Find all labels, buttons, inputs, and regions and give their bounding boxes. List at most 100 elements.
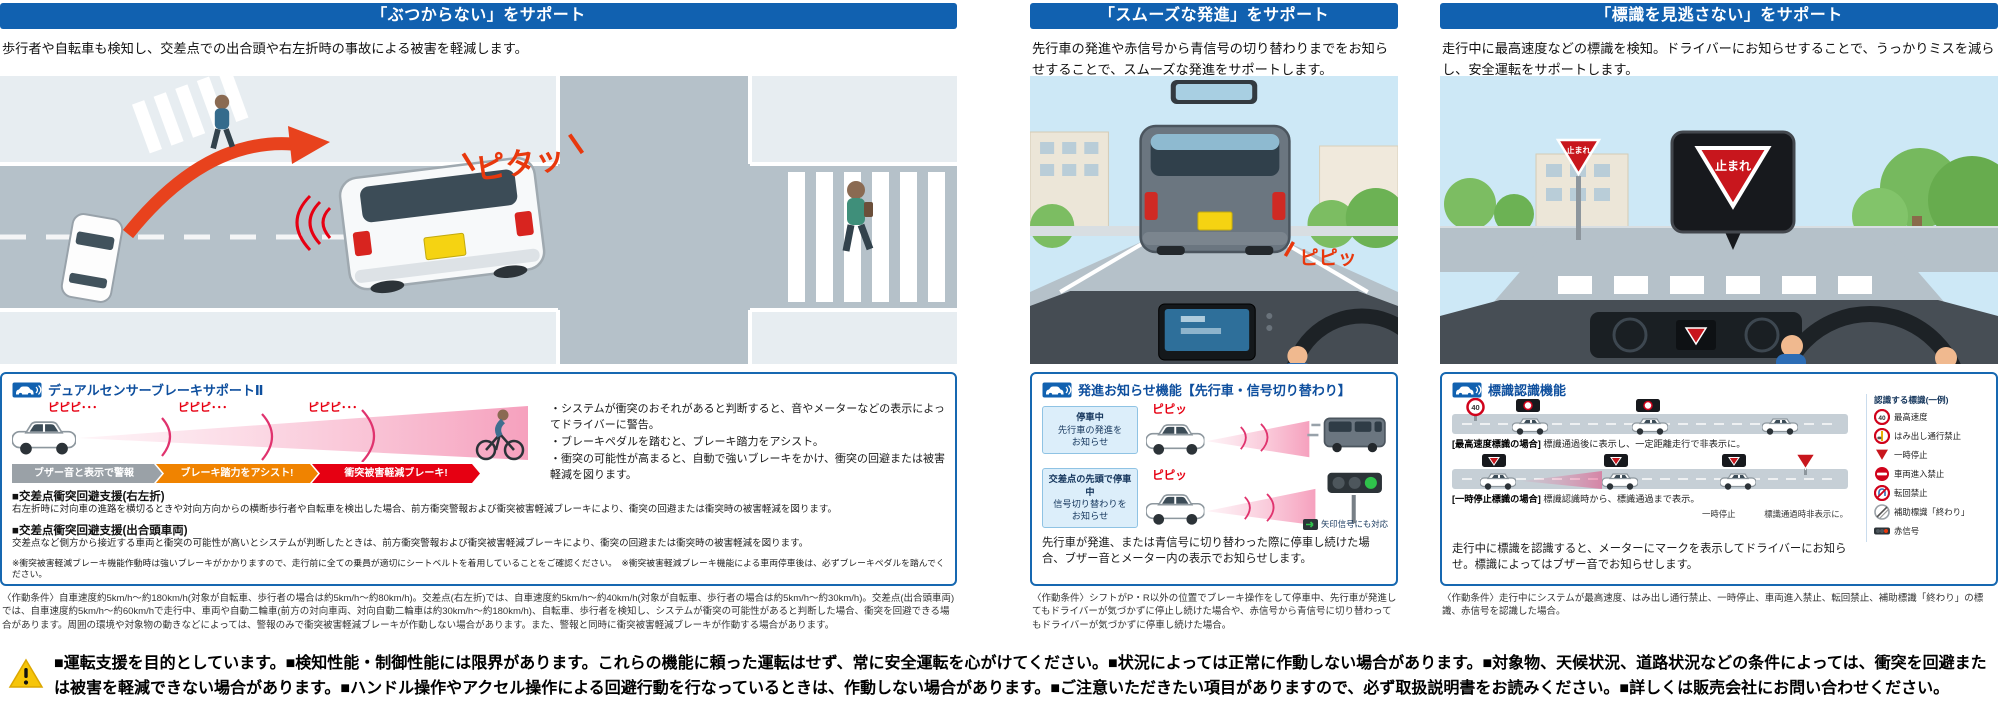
safety-warning-footer: ■運転支援を目的としています。■検知性能・制御性能には限界があります。これらの機… [8, 652, 1992, 702]
speed-limit-sign-icon: 40 [1466, 398, 1485, 421]
box1-title-row: デュアルセンサーブレーキサポートⅡ [12, 380, 263, 399]
operating-conditions-col2: 〈作動条件〉シフトがP・R以外の位置でブレーキ操作をして停車中、先行車が発進して… [1032, 593, 1397, 631]
arrow-signal-note: 矢印信号にも対応 [1303, 518, 1388, 530]
column2-header: 「スムーズな発進」をサポート [1030, 3, 1398, 29]
meter-badge [1722, 453, 1746, 467]
operating-conditions-col3: 〈作動条件〉走行中にシステムが最高速度、はみ出し通行禁止、一時停止、車両進入禁止… [1442, 593, 1984, 618]
crosswalk [1558, 276, 1872, 294]
column3-header: 「標識を見逃さない」をサポート [1440, 3, 1998, 29]
stage-emergency-brake: 衝突被害軽減ブレーキ! [312, 464, 480, 483]
intersection-scene: ピタッ [0, 76, 957, 364]
stage-brake-assist: ブレーキ踏力をアシスト! [156, 464, 318, 483]
svg-text:ピピピ･･･: ピピピ･･･ [308, 401, 358, 414]
section-heading: ■交差点衝突回避支援(出合頭車両) [12, 525, 188, 537]
box3-title: 標識認識機能 [1488, 383, 1567, 398]
safety-warning-text: ■運転支援を目的としています。■検知性能・制御性能には限界があります。これらの機… [54, 655, 1987, 697]
legend-title: 認識する標識(一例) [1874, 395, 1949, 405]
sublabel-stop: 一時停止 [1702, 508, 1736, 519]
stop-sign-icon [1874, 448, 1890, 463]
feature-bullets: ・システムが衝突のおそれがあると判断すると、音やメーターなどの表示によってドライ… [550, 402, 947, 485]
box2-title: 発進お知らせ機能【先行車・信号切り替わり】 [1078, 383, 1351, 398]
road-vertical [558, 76, 750, 364]
box2-title-row: 発進お知らせ機能【先行車・信号切り替わり】 [1042, 380, 1351, 399]
speed-sign-diagram: 40 [1452, 398, 1848, 435]
sign-display-callout: 止まれ [1670, 130, 1796, 250]
stop-sign-diagram [1452, 453, 1848, 490]
no-overtaking-sign-icon [1874, 428, 1890, 444]
no-entry-sign-icon [1875, 467, 1889, 481]
column1-description: 歩行者や自転車も検知し、交差点での出合頭や右左折時の事故による被害を軽減します。 [2, 41, 528, 56]
stop-sign-sublabels: 一時停止 標識通過時非表示に。 [1452, 508, 1848, 519]
section-crossing-vehicle: ■交差点衝突回避支援(出合頭車両) 交差点など側方から接近する車両と衝突の可能性… [12, 522, 947, 551]
svg-text:ピピピ･･･: ピピピ･･･ [48, 401, 98, 414]
sign-diagrams: 40 [最高速度標識の場合] 標識通過後に表示し、一定距離走行で非表示に。 [1452, 398, 1848, 519]
svg-text:40: 40 [1471, 403, 1479, 412]
feature-bullet: ・ブレーキペダルを踏むと、ブレーキ踏力をアシスト。 [550, 435, 824, 448]
tree [1494, 194, 1534, 234]
start-notice-box: 発進お知らせ機能【先行車・信号切り替わり】 停車中 先行車の発進を お知らせ ピ… [1030, 372, 1398, 586]
svg-text:ピピピ･･･: ピピピ･･･ [178, 401, 228, 414]
warning-triangle-icon [8, 658, 44, 688]
meter-badge [1636, 399, 1660, 412]
radar-wedge [78, 406, 528, 460]
departing-van [1307, 417, 1386, 454]
meter-badge [1516, 399, 1540, 412]
sign-recognition-box: 標識認識機能 40 [1440, 372, 1998, 586]
red-signal-icon [1874, 527, 1890, 535]
notice-row-signal-change: 交差点の先頭で停車中 信号切り替わりを お知らせ ピピッ [1042, 466, 1388, 530]
driver-hand [1935, 347, 1957, 364]
brake-support-icon [12, 382, 42, 397]
speed-limit-sign-icon: 40 [1874, 409, 1890, 425]
legend-item: 補助標識「終わり」 [1874, 504, 1990, 520]
radar-wedge [1522, 470, 1602, 489]
legend-item: はみ出し通行禁止 [1874, 428, 1990, 444]
section-heading: ■交差点衝突回避支援(右左折) [12, 491, 165, 503]
start-notice-icon [1042, 382, 1072, 397]
notice-row1-diagram: ピピッ [1144, 400, 1388, 460]
section-body: 交差点など側方から接近する車両と衝突の可能性が高いとシステムが判断したときは、前… [12, 538, 809, 549]
driver-view-scene: ピピッ [1030, 76, 1398, 364]
curb-lines [0, 76, 957, 364]
crosswalk-upper [131, 76, 249, 154]
beep-label: ピピッ [1283, 241, 1357, 269]
legend-item: 40 最高速度 [1874, 409, 1990, 425]
brake-stages-diagram: ピピピ･･･ ピピピ･･･ ピピピ･･･ ブザー音と表示で警報 ブレーキ [12, 400, 532, 484]
feature-column-collision: 「ぶつからない」をサポート 歩行者や自転車も検知し、交差点での出合頭や右左折時の… [0, 0, 957, 648]
feature-bullet: ・システムが衝突のおそれがあると判断すると、音やメーターなどの表示によってドライ… [550, 403, 945, 431]
steering-wheel [1287, 308, 1398, 364]
pedestrian-upper [210, 94, 236, 150]
operating-conditions-col1: 〈作動条件〉自車速度約5km/h～約180km/h(対象が自転車、歩行者の場合は… [2, 593, 955, 631]
notice-row2-diagram: ピピッ [1144, 466, 1388, 530]
svg-text:止まれ: 止まれ [1567, 145, 1591, 155]
stopped-car [1146, 424, 1205, 456]
sign-scene: 止まれ 止まれ [1440, 76, 1998, 364]
sublabel-hide: 標識通過時非表示に。 [1764, 508, 1848, 519]
red-turn-arrowhead [288, 126, 330, 164]
notice-row-preceding-car: 停車中 先行車の発進を お知らせ ピピッ [1042, 400, 1388, 460]
notice-row1-label: 停車中 先行車の発進を お知らせ [1042, 406, 1138, 454]
start-notice-illustration: ピピッ [1030, 76, 1398, 364]
feature-bullet: ・衝突の可能性が高まると、自動で強いブレーキをかけ、衝突の回避または被害軽減を図… [550, 452, 946, 481]
detection-beep-arcs [295, 194, 332, 252]
end-restriction-sign-icon [1874, 504, 1890, 520]
red-turn-arrow [122, 137, 293, 239]
arrow-signal-icon [1303, 518, 1318, 530]
dual-sensor-brake-box: デュアルセンサーブレーキサポートⅡ ピピピ･･･ ピピピ･･･ ピピピ･･･ [0, 372, 957, 586]
svg-text:ピピッ: ピピッ [1299, 247, 1356, 269]
traffic-light-icon [1327, 472, 1382, 524]
stop-sign-caption: [一時停止標識の場合] 標識認識時から、標識通過まで表示。 [1452, 493, 1700, 504]
svg-text:40: 40 [1878, 415, 1886, 422]
ego-car [12, 421, 76, 455]
legend-item: 車両進入禁止 [1874, 466, 1990, 482]
steering-wheel [1779, 306, 1961, 364]
stop-sign-icon [1794, 453, 1817, 475]
driver-hand [1287, 346, 1308, 364]
driver-hand [1781, 335, 1803, 357]
sign-detection-illustration: 止まれ 止まれ [1440, 76, 1998, 364]
stop-sign: 止まれ [1555, 138, 1602, 240]
intersection-illustration: ピタッ [0, 76, 957, 364]
preceding-van [1139, 124, 1291, 255]
cyclist [475, 409, 525, 461]
svg-text:ピピッ: ピピッ [1152, 403, 1187, 416]
svg-text:止まれ: 止まれ [1715, 158, 1751, 173]
